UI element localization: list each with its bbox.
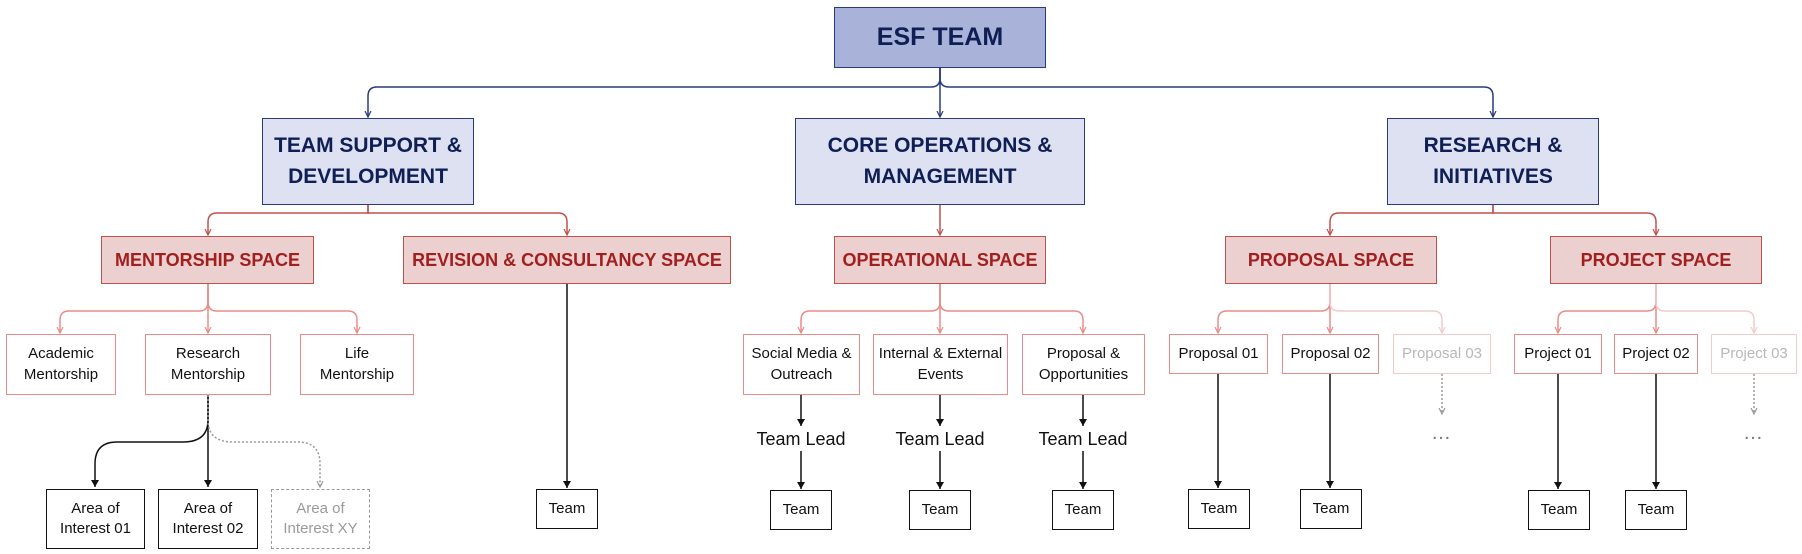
more-projects-ellipsis: … (1743, 421, 1765, 444)
unit-proposal-03: Proposal 03 (1393, 334, 1491, 374)
space-operational: OPERATIONAL SPACE (834, 236, 1046, 284)
division-core-operations-management: CORE OPERATIONS & MANAGEMENT (795, 118, 1085, 205)
team-box-project-02: Team (1625, 490, 1687, 530)
unit-proposal-01: Proposal 01 (1169, 334, 1268, 374)
team-lead-label-events: Team Lead (895, 428, 985, 449)
space-proposal: PROPOSAL SPACE (1225, 236, 1437, 284)
team-box-opportunities: Team (1052, 490, 1114, 530)
team-box-project-01: Team (1528, 490, 1590, 530)
root-node-esf-team: ESF TEAM (834, 7, 1046, 68)
unit-project-03: Project 03 (1711, 334, 1797, 374)
unit-social-media-outreach: Social Media & Outreach (743, 334, 860, 395)
unit-proposal-opportunities: Proposal & Opportunities (1022, 334, 1145, 395)
leaf-area-of-interest-xy: Area of Interest XY (271, 489, 370, 549)
team-lead-label-opportunities: Team Lead (1038, 428, 1128, 449)
unit-project-02: Project 02 (1614, 334, 1698, 374)
unit-academic-mentorship: Academic Mentorship (6, 334, 116, 395)
leaf-area-of-interest-02: Area of Interest 02 (158, 489, 258, 549)
team-box-revision: Team (536, 489, 598, 529)
division-team-support-development: TEAM SUPPORT & DEVELOPMENT (262, 118, 474, 205)
space-revision-consultancy: REVISION & CONSULTANCY SPACE (403, 236, 731, 284)
space-mentorship: MENTORSHIP SPACE (101, 236, 314, 284)
team-box-proposal-01: Team (1188, 489, 1250, 529)
space-project: PROJECT SPACE (1550, 236, 1762, 284)
more-proposals-ellipsis: … (1431, 421, 1453, 444)
leaf-area-of-interest-01: Area of Interest 01 (46, 489, 145, 549)
unit-life-mentorship: Life Mentorship (300, 334, 414, 395)
unit-internal-external-events: Internal & External Events (873, 334, 1008, 395)
unit-proposal-02: Proposal 02 (1282, 334, 1379, 374)
unit-research-mentorship: Research Mentorship (145, 334, 271, 395)
unit-project-01: Project 01 (1514, 334, 1602, 374)
team-lead-label-social-media: Team Lead (756, 428, 846, 449)
division-research-initiatives: RESEARCH & INITIATIVES (1387, 118, 1599, 205)
team-box-proposal-02: Team (1300, 489, 1362, 529)
team-box-events: Team (909, 490, 971, 530)
team-box-social-media: Team (770, 490, 832, 530)
